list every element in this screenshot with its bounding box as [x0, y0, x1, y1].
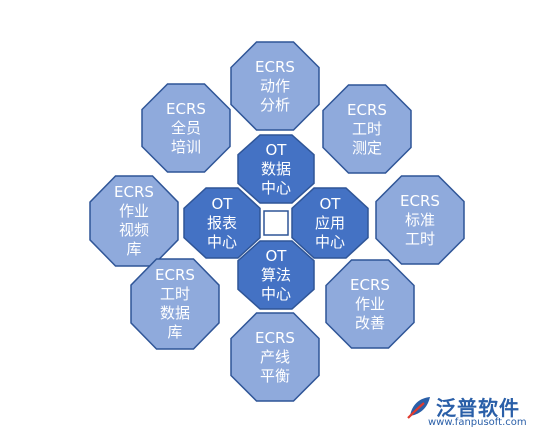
outer-octagon-ecrs-line	[230, 312, 320, 402]
logo-url: www.fanpusoft.com	[428, 417, 527, 428]
outer-octagon-ecrs-worktime	[322, 84, 412, 174]
outer-octagon-ecrs-standard	[375, 175, 465, 265]
outer-octagon-ecrs-timedb	[130, 258, 220, 350]
outer-octagon-ecrs-video	[89, 175, 179, 267]
inner-octagon-ot-app	[291, 187, 369, 259]
outer-octagon-ecrs-action	[230, 41, 320, 131]
center-square	[263, 210, 289, 236]
logo-brand-name: 泛普软件	[436, 396, 520, 420]
outer-octagon-ecrs-improve	[325, 259, 415, 349]
inner-octagon-ot-data	[237, 134, 315, 204]
inner-octagon-ot-report	[183, 187, 261, 259]
outer-octagon-ecrs-staff	[141, 83, 231, 173]
inner-octagon-ot-algo	[237, 240, 315, 310]
fanpu-leaf-icon	[407, 397, 430, 419]
fanpu-logo: 泛普软件 www.fanpusoft.com	[406, 392, 536, 430]
